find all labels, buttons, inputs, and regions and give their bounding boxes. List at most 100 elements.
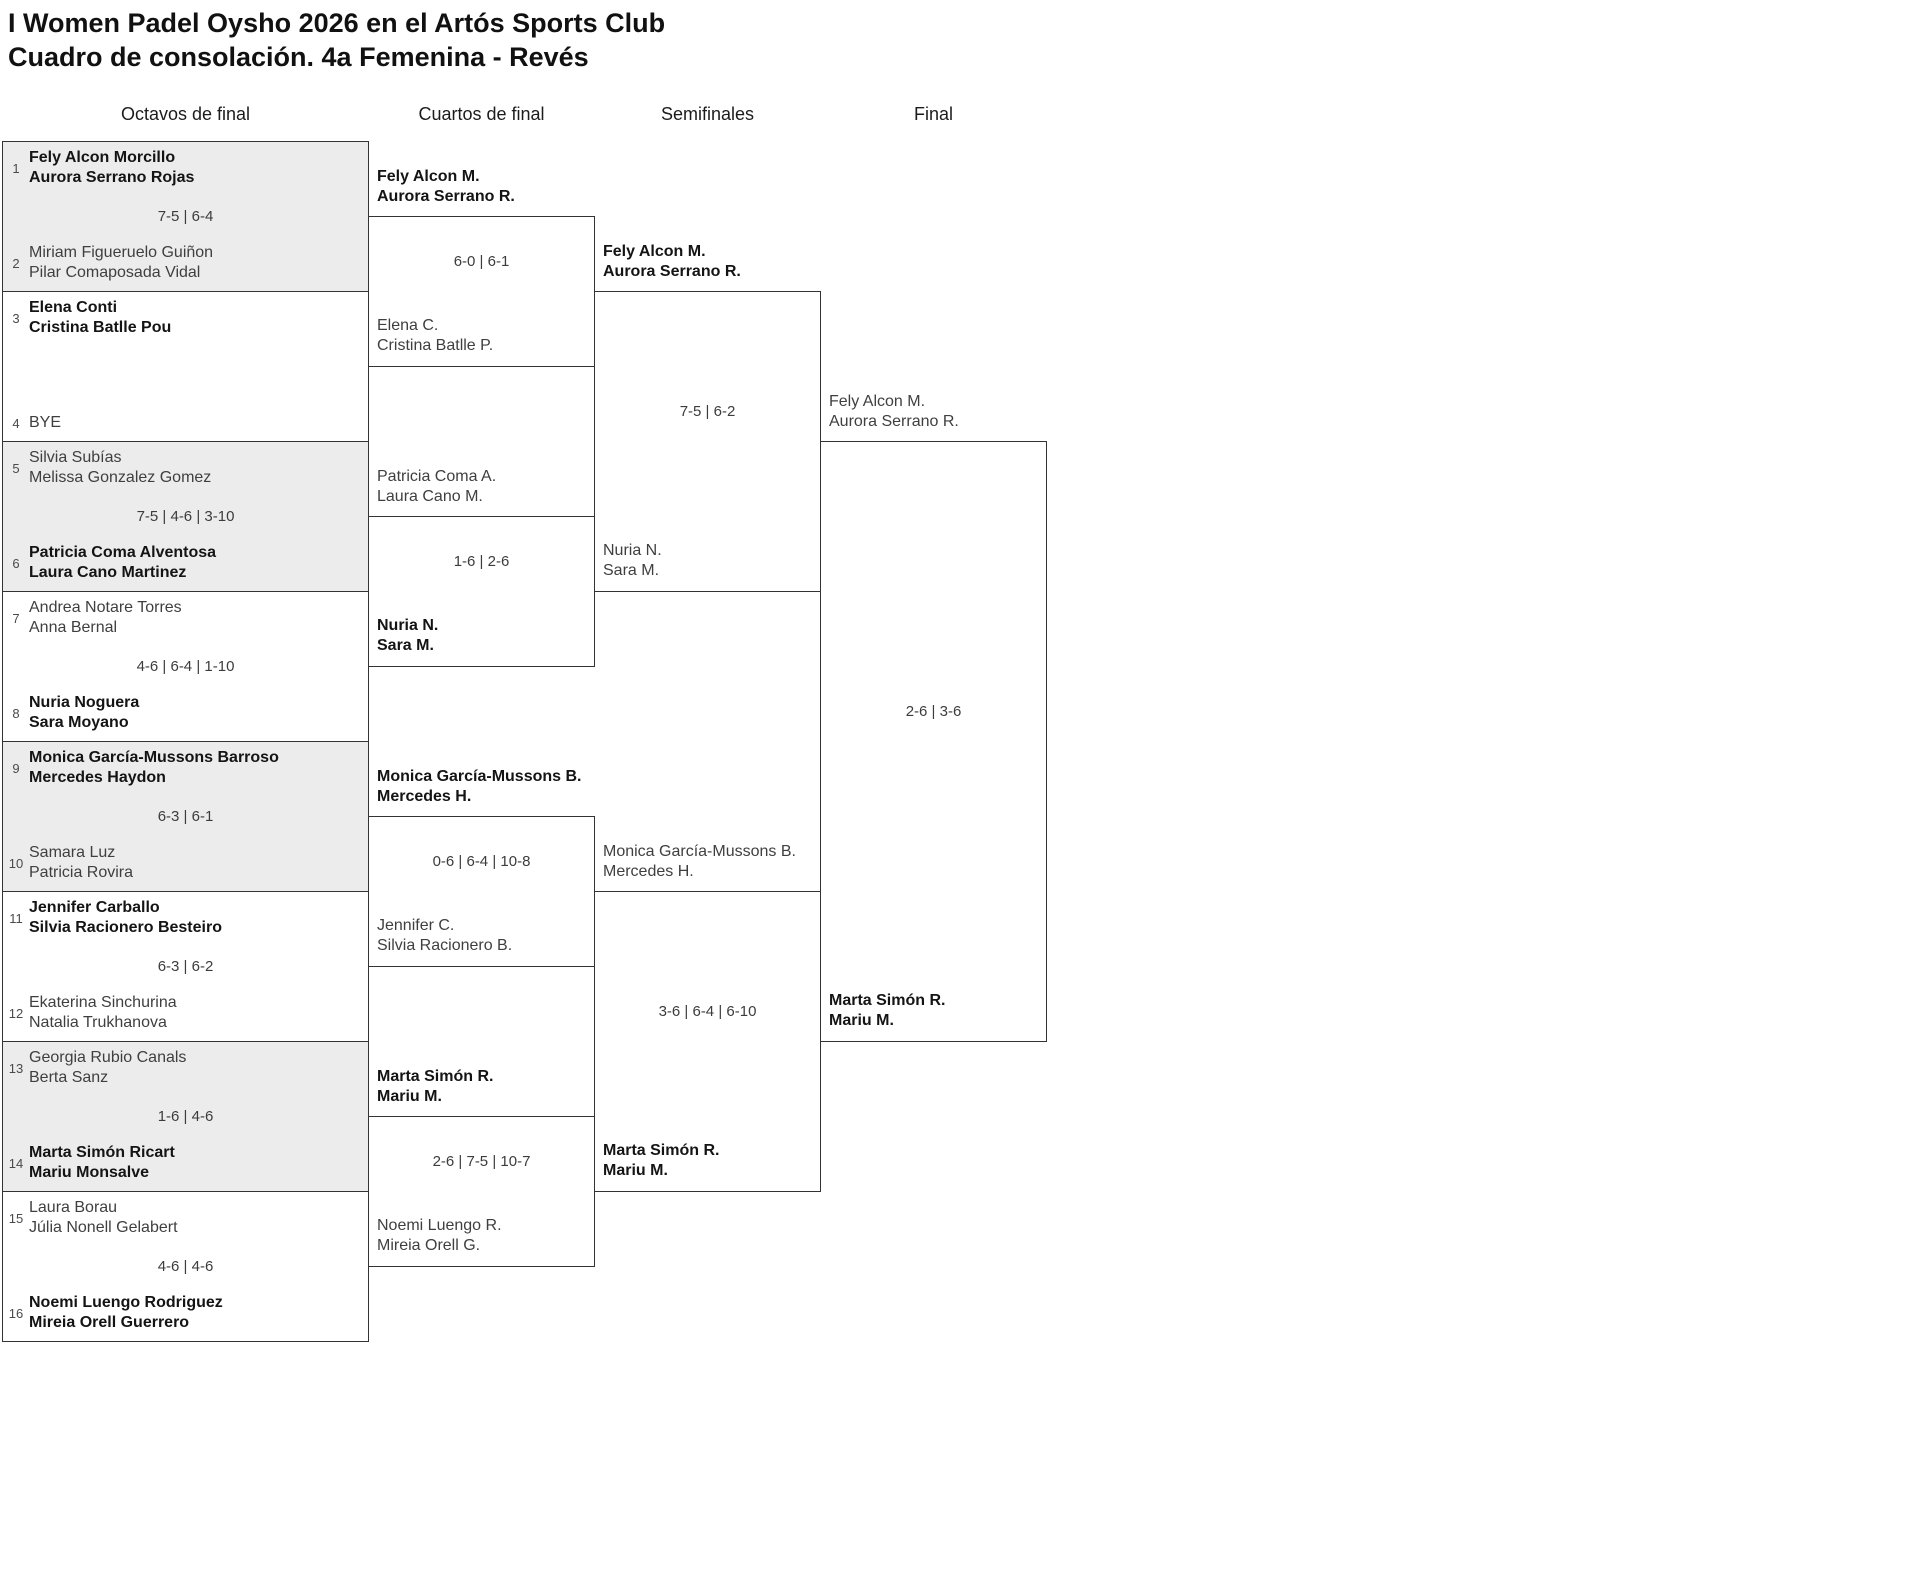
team-entry: 6 Patricia Coma Alventosa Laura Cano Mar…: [3, 543, 368, 583]
player-name: Anna Bernal: [29, 619, 118, 636]
seed-number: 2: [12, 255, 20, 271]
team-entry: 2 Miriam Figueruelo Guiñon Pilar Comapos…: [3, 243, 368, 283]
seed-number: 5: [12, 460, 20, 476]
player-name: Laura Cano Martinez: [29, 564, 187, 581]
team-entry: 7 Andrea Notare Torres Anna Bernal: [3, 598, 368, 638]
team-names: Fely Alcon M. Aurora Serrano R.: [829, 392, 959, 432]
team-names: Nuria N. Sara M.: [603, 541, 662, 581]
match-score: 3-6 | 6-4 | 6-10: [658, 1002, 757, 1020]
match-cuartos-4: Marta Simón R. Mariu M. 2-6 | 7-5 | 10-7…: [368, 1068, 595, 1267]
player-name: Nuria N.: [603, 542, 662, 559]
player-name: Mercedes H.: [377, 788, 472, 805]
player-name: BYE: [29, 414, 62, 431]
team-names: Monica García-Mussons Barroso Mercedes H…: [29, 748, 279, 788]
player-name: Sara M.: [377, 637, 434, 654]
match-octavos-1: 1 Fely Alcon Morcillo Aurora Serrano Roj…: [2, 141, 369, 292]
team-names: Ekaterina Sinchurina Natalia Trukhanova: [29, 993, 177, 1033]
team-names: Marta Simón R. Mariu M.: [377, 1067, 493, 1107]
player-name: Mariu Monsalve: [29, 1164, 150, 1181]
team-names: BYE: [29, 413, 61, 433]
match-score: 7-5 | 4-6 | 3-10: [136, 507, 235, 525]
player-name: Silvia Racionero B.: [377, 937, 513, 954]
seed-number: 4: [12, 415, 20, 431]
seed-number: 6: [12, 555, 20, 571]
player-name: Noemi Luengo R.: [377, 1217, 502, 1234]
match-score: 0-6 | 6-4 | 10-8: [432, 852, 531, 870]
player-name: Júlia Nonell Gelabert: [29, 1219, 178, 1236]
player-name: Cristina Batlle Pou: [29, 319, 172, 336]
player-name: Silvia Subías: [29, 449, 122, 466]
team-names: Fely Alcon M. Aurora Serrano R.: [377, 167, 515, 207]
match-semifinal-1: Fely Alcon M. Aurora Serrano R. 7-5 | 6-…: [594, 243, 821, 592]
team-names: Georgia Rubio Canals Berta Sanz: [29, 1048, 186, 1088]
seed-number: 7: [12, 610, 20, 626]
match-score: 4-6 | 4-6: [157, 1257, 214, 1275]
seed-number: 10: [8, 855, 24, 871]
team-entry: 15 Laura Borau Júlia Nonell Gelabert: [3, 1198, 368, 1238]
player-name: Mercedes Haydon: [29, 769, 166, 786]
player-name: Marta Simón R.: [829, 992, 946, 1009]
match-cuartos-3: Monica García-Mussons B. Mercedes H. 0-6…: [368, 768, 595, 967]
team-names: Marta Simón R. Mariu M.: [603, 1141, 719, 1181]
player-name: Laura Cano M.: [377, 488, 483, 505]
player-name: Georgia Rubio Canals: [29, 1049, 187, 1066]
seed-number: 9: [12, 760, 20, 776]
player-name: Nuria N.: [377, 617, 439, 634]
player-name: Sara Moyano: [29, 714, 129, 731]
team-entry: 8 Nuria Noguera Sara Moyano: [3, 693, 368, 733]
seed-number: 14: [8, 1155, 24, 1171]
match-score: 7-5 | 6-4: [157, 207, 214, 225]
player-name: Mariu M.: [829, 1012, 894, 1029]
seed-number: 8: [12, 705, 20, 721]
seed-number: 11: [9, 910, 23, 926]
team-names: Noemi Luengo Rodriguez Mireia Orell Guer…: [29, 1293, 223, 1333]
player-name: Monica García-Mussons B.: [603, 843, 796, 860]
player-name: Sara M.: [603, 562, 660, 579]
player-name: Cristina Batlle P.: [377, 337, 494, 354]
player-name: Miriam Figueruelo Guiñon: [29, 244, 214, 261]
player-name: Fely Alcon M.: [829, 393, 926, 410]
match-octavos-6: 11 Jennifer Carballo Silvia Racionero Be…: [2, 891, 369, 1042]
player-name: Fely Alcon M.: [377, 168, 480, 185]
player-name: Monica García-Mussons Barroso: [29, 749, 279, 766]
team-names: Silvia Subías Melissa Gonzalez Gomez: [29, 448, 211, 488]
round-header-semifinales: Semifinales: [660, 104, 755, 124]
team-names: Noemi Luengo R. Mireia Orell G.: [377, 1216, 502, 1256]
player-name: Noemi Luengo Rodriguez: [29, 1294, 223, 1311]
seed-number: 3: [12, 310, 20, 326]
player-name: Elena Conti: [29, 299, 118, 316]
match-score: 1-6 | 2-6: [453, 552, 510, 570]
player-name: Aurora Serrano Rojas: [29, 169, 195, 186]
player-name: Samara Luz: [29, 844, 116, 861]
player-name: Silvia Racionero Besteiro: [29, 919, 222, 936]
player-name: Fely Alcon Morcillo: [29, 149, 176, 166]
team-names: Nuria N. Sara M.: [377, 616, 438, 656]
team-names: Laura Borau Júlia Nonell Gelabert: [29, 1198, 178, 1238]
team-entry: 9 Monica García-Mussons Barroso Mercedes…: [3, 748, 368, 788]
player-name: Melissa Gonzalez Gomez: [29, 469, 212, 486]
match-score: 4-6 | 6-4 | 1-10: [136, 657, 235, 675]
team-names: Fely Alcon Morcillo Aurora Serrano Rojas: [29, 148, 194, 188]
team-names: Miriam Figueruelo Guiñon Pilar Comaposad…: [29, 243, 213, 283]
seed-number: 16: [8, 1305, 24, 1321]
team-names: Elena C. Cristina Batlle P.: [377, 316, 493, 356]
match-final: Fely Alcon M. Aurora Serrano R. 2-6 | 3-…: [820, 393, 1047, 1042]
player-name: Patricia Coma A.: [377, 468, 497, 485]
player-name: Mireia Orell G.: [377, 1237, 481, 1254]
team-names: Fely Alcon M. Aurora Serrano R.: [603, 242, 741, 282]
match-octavos-7: 13 Georgia Rubio Canals Berta Sanz 1-6 |…: [2, 1041, 369, 1192]
tournament-title: I Women Padel Oysho 2026 en el Artós Spo…: [8, 8, 666, 38]
team-entry: 11 Jennifer Carballo Silvia Racionero Be…: [3, 898, 368, 938]
player-name: Aurora Serrano R.: [603, 263, 741, 280]
player-name: Marta Simón R.: [603, 1142, 720, 1159]
player-name: Monica García-Mussons B.: [377, 768, 582, 785]
player-name: Elena C.: [377, 317, 439, 334]
match-score: 6-3 | 6-2: [157, 957, 214, 975]
player-name: Nuria Noguera: [29, 694, 140, 711]
player-name: Fely Alcon M.: [603, 243, 706, 260]
page-title: I Women Padel Oysho 2026 en el Artós Spo…: [8, 6, 665, 74]
team-names: Patricia Coma A. Laura Cano M.: [377, 467, 496, 507]
round-header-octavos: Octavos de final: [120, 104, 251, 124]
team-entry: 4 BYE: [3, 413, 368, 433]
